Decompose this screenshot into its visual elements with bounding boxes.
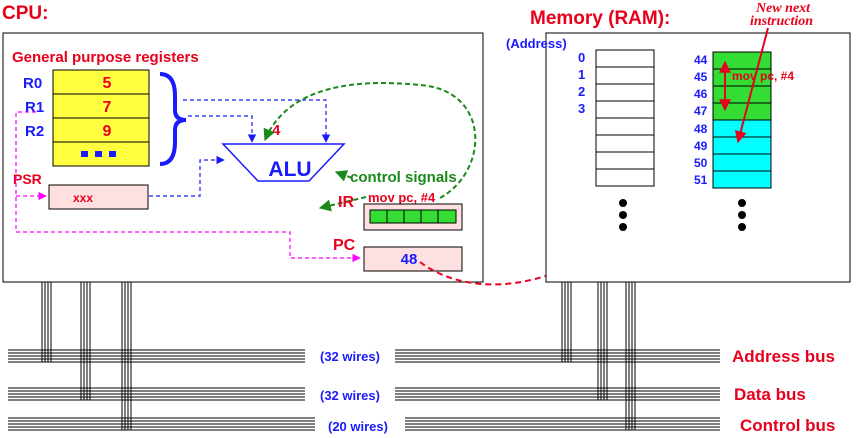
alu-input-value: 4 (272, 122, 281, 139)
address-45: 45 (694, 70, 708, 84)
gpr-title: General purpose registers (12, 49, 199, 66)
ir-bits (369, 209, 457, 224)
psr-name: PSR (13, 171, 42, 187)
address-48: 48 (694, 122, 708, 136)
address-3: 3 (578, 101, 585, 116)
data-bus-wires-bg (305, 387, 395, 403)
register-r2-value: 9 (103, 123, 112, 140)
address-0: 0 (578, 50, 585, 65)
memory-title: Memory (RAM): (530, 8, 670, 29)
register-file (52, 69, 150, 167)
psr-box (48, 184, 149, 210)
memory-low-ellipsis-icon (619, 199, 627, 231)
address-bus-label: Address bus (732, 347, 835, 366)
address-47: 47 (694, 104, 708, 118)
alu-shape (221, 143, 346, 182)
annotation-line2: instruction (750, 14, 813, 29)
register-to-alu-paths (149, 99, 331, 197)
psr-value: xxx (73, 191, 93, 205)
ir-instruction: mov pc, #4 (368, 190, 436, 205)
data-bus-wires-label: (32 wires) (320, 388, 380, 403)
new-instruction-pointer-arrow (734, 27, 769, 144)
register-brace-icon (159, 72, 187, 166)
cpu-title: CPU: (2, 3, 48, 24)
register-r2-name: R2 (25, 123, 44, 140)
address-bus-wires-bg (305, 348, 395, 364)
register-r0-value: 5 (103, 75, 112, 92)
control-signals-label: control signals (350, 169, 457, 186)
memory-high-ellipsis-icon (738, 199, 746, 231)
address-bus-wires-label: (32 wires) (320, 349, 380, 364)
address-49: 49 (694, 139, 708, 153)
psr-pc-paths (15, 111, 361, 263)
ir-name: IR (338, 194, 354, 211)
memory-low-column (595, 49, 655, 187)
register-ellipsis-icon (81, 151, 116, 157)
pc-value: 48 (401, 251, 418, 268)
control-bus-wires-bg (315, 417, 405, 433)
register-r1-value: 7 (103, 99, 112, 116)
control-signal-paths (263, 82, 477, 212)
address-44: 44 (694, 53, 708, 67)
annotation-line1: New next (755, 1, 811, 16)
address-46: 46 (694, 87, 708, 101)
alu-label: ALU (268, 158, 311, 181)
register-r1-name: R1 (25, 99, 44, 116)
memory-instruction-label: mov pc, #4 (732, 69, 794, 83)
control-bus-wires-label: (20 wires) (328, 419, 388, 434)
data-bus-label: Data bus (734, 385, 806, 404)
address-51: 51 (694, 173, 708, 187)
address-2: 2 (578, 84, 585, 99)
address-50: 50 (694, 156, 708, 170)
control-bus-label: Control bus (740, 416, 835, 435)
address-label: (Address) (506, 36, 567, 51)
address-1: 1 (578, 67, 585, 82)
register-r0-name: R0 (23, 75, 42, 92)
pc-name: PC (333, 237, 356, 254)
pc-box (363, 246, 463, 272)
